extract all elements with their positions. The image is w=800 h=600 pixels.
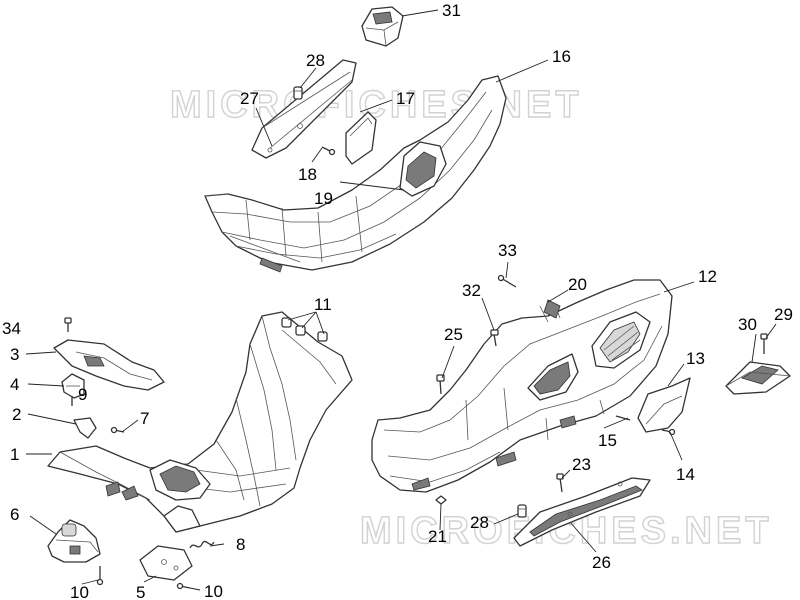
part-8-spring[interactable]: [189, 540, 215, 549]
part-32-screw[interactable]: [490, 329, 499, 347]
callout-4: 4: [10, 375, 19, 394]
part-21-nut[interactable]: [435, 495, 447, 505]
part-33-screw[interactable]: [497, 274, 517, 288]
part-26-long-plate[interactable]: [513, 477, 651, 547]
callout-16: 16: [552, 47, 571, 66]
part-15-screw[interactable]: [615, 415, 631, 421]
callout-5: 5: [136, 583, 145, 600]
callout-19: 19: [314, 189, 333, 208]
part-2-hook[interactable]: [73, 417, 97, 439]
callout-7: 7: [140, 409, 149, 428]
part-1-footboard[interactable]: [47, 311, 353, 533]
callout-13: 13: [686, 349, 705, 368]
part-28-plug-top[interactable]: [293, 86, 303, 100]
callout-1: 1: [10, 445, 19, 464]
callout-3: 3: [10, 345, 19, 364]
callout-31: 31: [442, 1, 461, 20]
callout-8: 8: [236, 535, 245, 554]
part-3-handle-cover[interactable]: [53, 339, 165, 391]
part-18-screw[interactable]: [321, 146, 336, 156]
part-13-cover[interactable]: [637, 377, 691, 433]
part-17-cover[interactable]: [345, 111, 377, 165]
part-4-clip[interactable]: [61, 373, 85, 399]
callout-27: 27: [240, 89, 259, 108]
callout-23: 23: [572, 455, 591, 474]
callout-30: 30: [738, 315, 757, 334]
part-28-plug-bottom[interactable]: [517, 504, 527, 518]
part-7-screw[interactable]: [110, 426, 125, 434]
callout-6: 6: [10, 505, 19, 524]
callout-26: 26: [592, 553, 611, 572]
callout-15: 15: [598, 431, 617, 450]
callout-28: 28: [306, 51, 325, 70]
callout-11: 11: [314, 295, 332, 314]
part-27-plate[interactable]: [251, 59, 357, 159]
part-6-lock[interactable]: [47, 519, 101, 563]
callout-28-bottom: 28: [470, 513, 489, 532]
callout-32: 32: [462, 281, 481, 300]
part-23-screws[interactable]: [556, 473, 564, 493]
leader-lines: [25, 9, 777, 591]
callout-2: 2: [12, 405, 21, 424]
callout-10-left: 10: [70, 583, 89, 600]
callout-9: 9: [78, 385, 87, 404]
callout-12: 12: [698, 267, 717, 286]
part-34-screw[interactable]: [64, 317, 72, 332]
callout-10-bottom: 10: [204, 582, 223, 600]
part-5-plate[interactable]: [139, 545, 193, 581]
callout-21: 21: [428, 527, 447, 546]
callout-20: 20: [568, 275, 587, 294]
callout-33: 33: [498, 241, 517, 260]
part-31-bracket[interactable]: [361, 6, 404, 47]
part-12-right-panel[interactable]: [371, 279, 673, 493]
callout-25: 25: [444, 325, 463, 344]
part-25-screw[interactable]: [436, 374, 445, 395]
callout-29: 29: [774, 305, 793, 324]
part-10-screw-left[interactable]: [96, 566, 104, 586]
part-10-screw-bottom[interactable]: [176, 582, 191, 590]
callout-14: 14: [676, 465, 695, 484]
callout-17: 17: [396, 89, 415, 108]
part-14-screw[interactable]: [661, 428, 676, 436]
part-29-screw[interactable]: [760, 333, 768, 354]
callout-34: 34: [2, 319, 21, 338]
part-16-upper-panel[interactable]: [204, 75, 507, 273]
part-30-bracket[interactable]: [725, 361, 791, 395]
callout-18: 18: [298, 165, 317, 184]
